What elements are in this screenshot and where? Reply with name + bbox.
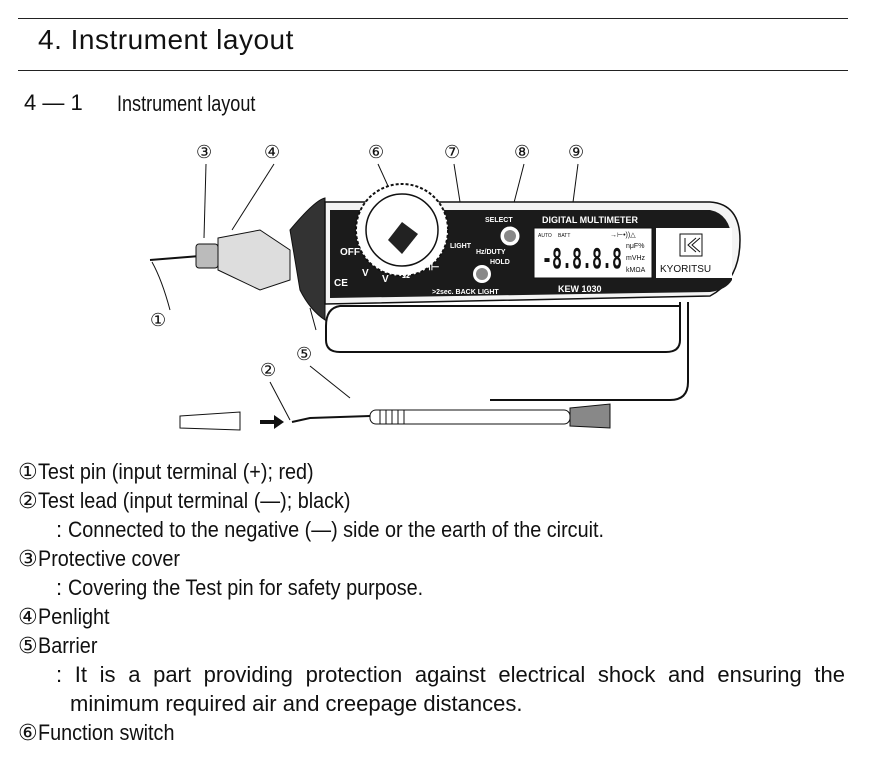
- dial-off-label: OFF: [340, 247, 360, 258]
- item-label: Function switch: [37, 720, 175, 745]
- lcd-units-1: nμF%: [626, 243, 644, 250]
- section-title: 4. Instrument layout: [38, 24, 294, 55]
- callout-4: ④: [264, 142, 280, 162]
- dial-cap-label: ⊣⊢: [422, 262, 440, 273]
- lcd-header-label: DIGITAL MULTIMETER: [542, 215, 638, 225]
- hz-duty-label: Hz/DUTY: [476, 249, 506, 256]
- desc-text: Connected to the negative (—) side or th…: [68, 517, 605, 542]
- instrument-diagram: ③ ④ ⑥ ⑦ ⑧ ⑨ ① ⑤ ② OFF V V Ω ⊣⊢ CE: [149, 142, 741, 431]
- lcd-batt: BATT: [558, 233, 570, 239]
- desc-text: Covering the Test pin for safety purpose…: [68, 575, 424, 600]
- item-number: ③: [18, 546, 38, 571]
- desc-prefix: :: [56, 575, 63, 600]
- item-number: ④: [18, 604, 38, 629]
- item-label: Test lead (input terminal (—); black): [37, 488, 351, 513]
- callout-8: ⑧: [514, 142, 530, 162]
- header-rule-bottom: [18, 70, 848, 71]
- desc-prefix: :: [56, 517, 63, 542]
- subsection-number: 4 — 1: [24, 90, 83, 115]
- callout-1: ①: [150, 310, 166, 330]
- dial-ohm-label: Ω: [402, 270, 410, 281]
- callout-9: ⑨: [568, 142, 584, 162]
- lcd-digits: -8.8.8.8: [542, 242, 622, 275]
- callout-6: ⑥: [368, 142, 384, 162]
- item-list: ①Test pin (input terminal (+); red) ②Tes…: [18, 457, 853, 747]
- callout-7: ⑦: [444, 142, 460, 162]
- backlight-label: >2sec. BACK LIGHT: [432, 289, 499, 296]
- header-rule-top: [18, 18, 848, 19]
- brand-label: KYORITSU: [660, 264, 711, 275]
- hold-label: HOLD: [490, 259, 510, 266]
- subsection-title: Instrument layout: [117, 91, 256, 116]
- lcd-units-2: mVHz: [626, 255, 646, 262]
- item-description: : Covering the Test pin for safety purpo…: [18, 573, 853, 602]
- desc-text: It is a part providing protection agains…: [70, 662, 845, 716]
- item-description: : Connected to the negative (—) side or …: [18, 515, 853, 544]
- list-item: ③ Protective cover: [18, 544, 853, 573]
- item-number: ①: [18, 459, 38, 484]
- ce-mark: CE: [334, 278, 348, 289]
- list-item: ⑥ Function switch: [18, 718, 853, 747]
- desc-prefix: :: [56, 662, 63, 687]
- item-label: Penlight: [37, 604, 110, 629]
- item-number: ②: [18, 488, 38, 513]
- item-label: Test pin (input terminal (+); red): [37, 459, 314, 484]
- callout-3: ③: [196, 142, 212, 162]
- list-item: ②Test lead (input terminal (—); black): [18, 486, 853, 515]
- list-item: ④ Penlight: [18, 602, 853, 631]
- dial-v-dc-label: V: [362, 268, 369, 279]
- model-label: KEW 1030: [558, 284, 602, 294]
- select-label: SELECT: [485, 217, 513, 224]
- item-number: ⑥: [18, 720, 38, 745]
- lcd-units-3: kMΩA: [626, 267, 646, 274]
- item-label: Barrier: [37, 633, 98, 658]
- lcd-auto: AUTO: [538, 233, 552, 239]
- item-label: Protective cover: [37, 546, 180, 571]
- light-label: LIGHT: [450, 243, 472, 250]
- callout-2: ②: [260, 360, 276, 380]
- list-item: ⑤ Barrier: [18, 631, 853, 660]
- dial-v-ac-label: V: [382, 274, 389, 285]
- item-description: : It is a part providing protection agai…: [18, 660, 845, 718]
- item-number: ⑤: [18, 633, 38, 658]
- lcd-symbols: →⊢•))△: [610, 232, 636, 239]
- callout-5: ⑤: [296, 344, 312, 364]
- list-item: ①Test pin (input terminal (+); red): [18, 457, 853, 486]
